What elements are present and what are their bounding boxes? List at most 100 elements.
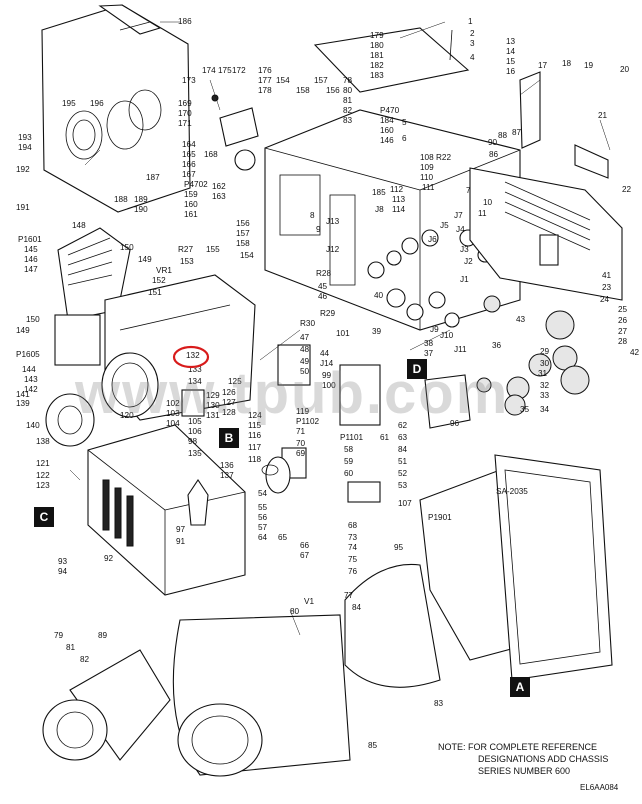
part-label: 99: [322, 371, 332, 380]
gear-stack: [476, 295, 590, 416]
part-label: P1901: [428, 513, 452, 522]
part-label: 88: [498, 131, 508, 140]
part-label: 190: [134, 205, 148, 214]
part-label: 164: [182, 140, 196, 149]
part-label: J4: [456, 225, 465, 234]
part-label: 17: [538, 61, 548, 70]
part-label: 82: [343, 106, 353, 115]
part-label: 51: [398, 457, 408, 466]
part-label: 153: [180, 257, 194, 266]
part-label: 83: [343, 116, 353, 125]
part-label: J7: [454, 211, 463, 220]
part-label: R27: [178, 245, 193, 254]
part-label: 112: [390, 185, 403, 194]
part-label: 129: [206, 391, 220, 400]
part-label: 139: [16, 399, 30, 408]
part-label: 89: [98, 631, 108, 640]
part-label: 145: [24, 245, 38, 254]
part-label: 44: [320, 349, 330, 358]
part-label: 161: [184, 210, 198, 219]
heatsink-fins: [504, 181, 591, 251]
part-label: 154: [276, 76, 290, 85]
part-label: 80: [290, 607, 300, 616]
part-label: 114: [392, 205, 405, 214]
part-label: 122: [36, 471, 50, 480]
part-label: J6: [428, 235, 437, 244]
bottom-lens-inner: [191, 715, 249, 765]
part-label: SA-2035: [496, 487, 528, 496]
part-label: 128: [222, 408, 236, 417]
part-label: 43: [516, 315, 526, 324]
part-label: 158: [296, 86, 310, 95]
bracket-58: [339, 364, 381, 426]
panel-hole-left-inner: [72, 119, 96, 151]
chassis-bracket: [329, 194, 356, 286]
part-label: 103: [166, 409, 180, 418]
part-label: 104: [166, 419, 180, 428]
part-label: 62: [398, 421, 408, 430]
note-line-2: DESIGNATIONS ADD CHASSIS: [478, 754, 609, 764]
part-label: 1: [468, 17, 473, 26]
callout-c: C: [34, 507, 54, 527]
part-label: 117: [248, 443, 261, 452]
part-label: 32: [540, 381, 550, 390]
part-label: 157: [314, 76, 328, 85]
lens-138-inner: [57, 405, 83, 435]
callout-b: B: [219, 428, 239, 448]
part-label: 168: [204, 150, 218, 159]
part-label: 163: [212, 192, 226, 201]
part-label: 155: [206, 245, 220, 254]
right-heatsink-chassis: [469, 167, 623, 301]
part-label: J2: [464, 257, 473, 266]
heatsink-148-fins: [67, 237, 113, 286]
part-label: 141: [16, 390, 30, 399]
part-label: 84: [398, 445, 408, 454]
part-label: 5: [402, 118, 407, 127]
part-label: 137: [220, 471, 234, 480]
part-label: 70: [296, 439, 306, 448]
part-label: 87: [512, 128, 522, 137]
part-label: 166: [182, 160, 196, 169]
part-label: 165: [182, 150, 196, 159]
part-label: 81: [66, 643, 76, 652]
front-panel: [41, 4, 191, 213]
part-label: 120: [120, 411, 134, 420]
part-label: 170: [178, 109, 192, 118]
part-label: 21: [598, 111, 608, 120]
part-label: 45: [318, 282, 328, 291]
part-label: 134: [188, 377, 202, 386]
part-label: 52: [398, 469, 408, 478]
part-label: 42: [630, 348, 640, 357]
watermark: www.tpub.com: [75, 361, 510, 426]
lens-barrel-inner: [111, 362, 149, 408]
top-cover-plate: [313, 27, 470, 93]
part-label: 110: [420, 173, 433, 182]
part-label: R28: [316, 269, 331, 278]
part-label: 176: [258, 66, 272, 75]
note-line-3: SERIES NUMBER 600: [478, 766, 571, 776]
part-label: 58: [344, 445, 354, 454]
part-label: 64: [258, 533, 268, 542]
part-label: 14: [506, 47, 516, 56]
part-label: 3: [470, 39, 475, 48]
part-label: VR1: [156, 266, 172, 275]
part-label: P1605: [16, 350, 40, 359]
part-label: 193: [18, 133, 32, 142]
part-label: 91: [176, 537, 186, 546]
part-label: 162: [212, 182, 226, 191]
part-label: P4702: [184, 180, 208, 189]
part-label: 175: [218, 66, 232, 75]
part-label: 6: [402, 134, 407, 143]
frame-rail: [119, 304, 231, 331]
panel-stud: [119, 21, 151, 31]
reference-note: NOTE: FOR COMPLETE REFERENCE DESIGNATION…: [438, 741, 608, 777]
part-label: 156: [326, 86, 340, 95]
part-label: 177: [258, 76, 272, 85]
part-label: R30: [300, 319, 315, 328]
panel-hole-top: [128, 89, 162, 131]
part-label: 146: [380, 136, 394, 145]
part-label: 39: [372, 327, 382, 336]
part-label: 143: [24, 375, 38, 384]
part-label: 23: [602, 283, 612, 292]
